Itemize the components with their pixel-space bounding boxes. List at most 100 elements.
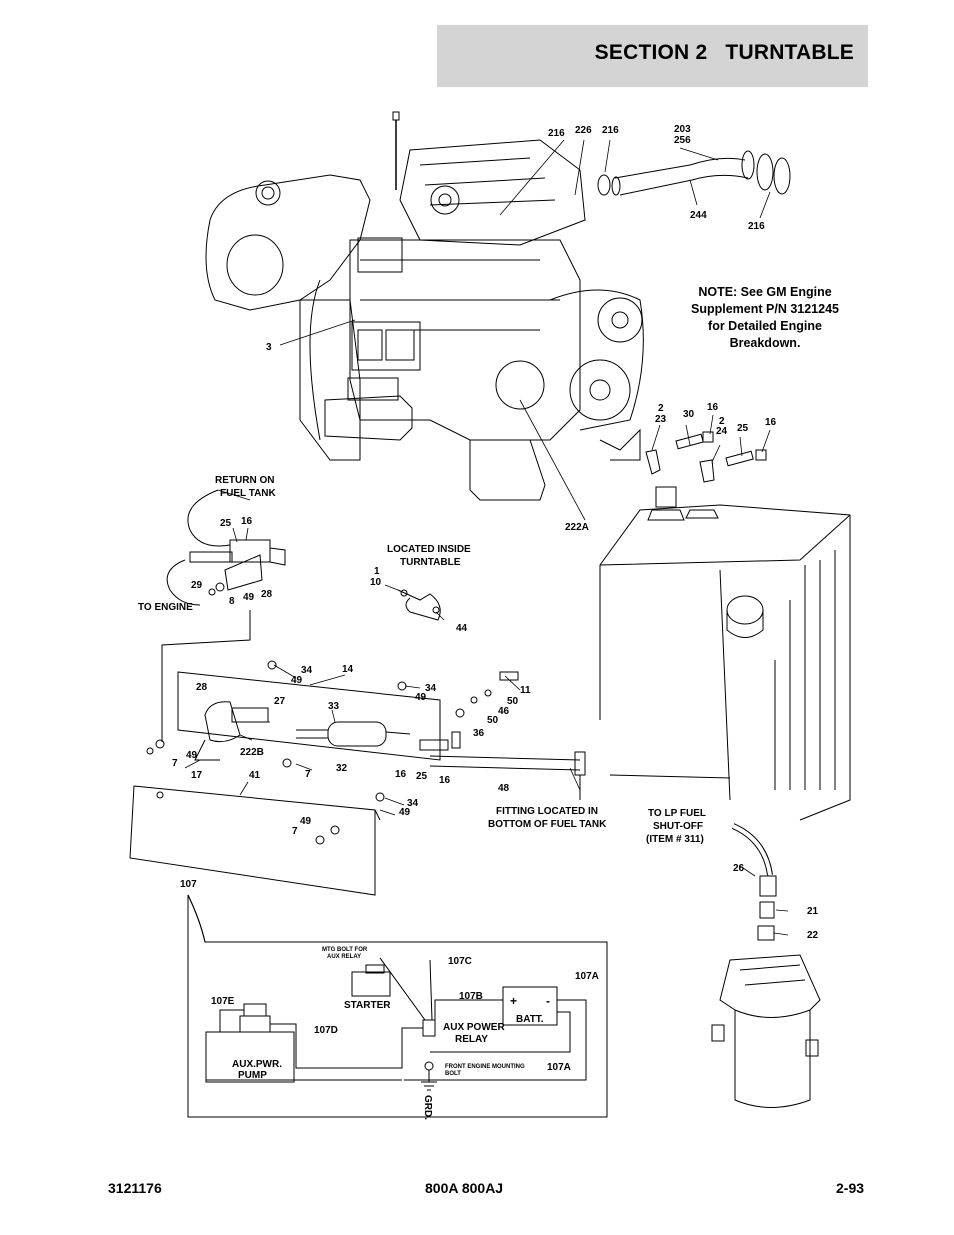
fuel-tank-label: FUEL TANK: [220, 488, 277, 499]
aux-pump-label-2: PUMP: [238, 1070, 267, 1081]
callout-244: 244: [690, 210, 707, 221]
callout-28: 28: [261, 589, 273, 600]
callout-25: 25: [737, 423, 749, 434]
callout-8: 8: [229, 596, 235, 607]
leader-lines: [184, 139, 789, 936]
callout-11: 11: [520, 685, 531, 696]
callout-17: 17: [191, 770, 203, 781]
callout-34: 34: [425, 683, 437, 694]
callout-226: 226: [575, 125, 592, 136]
wiring-diagram: [187, 894, 608, 1118]
mtg-bolt-label-2: AUX RELAY: [327, 954, 361, 960]
callout-44: 44: [456, 623, 468, 634]
callout-25: 25: [416, 771, 428, 782]
callout-107e: 107E: [211, 996, 235, 1007]
callout-1: 1: [374, 566, 380, 577]
callout-107a: 107A: [575, 971, 599, 982]
fitting-label-1: FITTING LOCATED IN: [496, 806, 598, 817]
callout-21: 21: [807, 906, 819, 917]
callout-49: 49: [186, 750, 198, 761]
part-callouts: 216 226 216 203 256 244 216 3 NOTE: See …: [138, 124, 839, 1120]
callout-3: 3: [266, 342, 272, 353]
fitting-label-2: BOTTOM OF FUEL TANK: [488, 819, 607, 830]
callout-49: 49: [300, 816, 312, 827]
callout-27: 27: [274, 696, 286, 707]
callout-49: 49: [291, 675, 303, 686]
callout-2: 2: [719, 416, 725, 427]
callout-24: 24: [716, 426, 728, 437]
mtg-bolt-label-1: MTG BOLT FOR: [322, 947, 368, 953]
section-title: SECTION 2 TURNTABLE: [594, 41, 854, 64]
callout-107b: 107B: [459, 991, 483, 1002]
callout-36: 36: [473, 728, 485, 739]
callout-216: 216: [602, 125, 619, 136]
aux-pump-label-1: AUX.PWR.: [232, 1059, 282, 1070]
return-fitting-assembly: [166, 489, 286, 606]
callout-256: 256: [674, 135, 691, 146]
return-on-label: RETURN ON: [215, 475, 274, 486]
part-44-clip: [397, 589, 441, 621]
callout-7: 7: [305, 769, 311, 780]
engine-assembly: [205, 111, 791, 501]
item-311-label: (ITEM # 311): [646, 834, 704, 845]
note-line-4: Breakdown.: [730, 336, 801, 350]
fuel-pump-filter: [711, 823, 821, 1108]
callout-222b: 222B: [240, 747, 264, 758]
callout-26: 26: [733, 863, 745, 874]
note-line-2: Supplement P/N 3121245: [691, 302, 839, 316]
callout-34: 34: [407, 798, 419, 809]
callout-49: 49: [399, 807, 411, 818]
callout-46: 46: [498, 706, 510, 717]
callout-2: 2: [658, 403, 664, 414]
callout-16: 16: [765, 417, 777, 428]
fuel-tank: [599, 431, 851, 821]
callout-22: 22: [807, 930, 819, 941]
aux-power-label: AUX POWER: [443, 1022, 505, 1033]
callout-14: 14: [342, 664, 354, 675]
callout-32: 32: [336, 763, 348, 774]
callout-16: 16: [395, 769, 407, 780]
callout-34: 34: [301, 665, 313, 676]
callout-216: 216: [748, 221, 765, 232]
battery-label: BATT.: [516, 1014, 544, 1025]
callout-30: 30: [683, 409, 695, 420]
bracket-41: [129, 785, 385, 896]
callout-7: 7: [292, 826, 298, 837]
callout-16: 16: [241, 516, 253, 527]
note-line-1: NOTE: See GM Engine: [698, 285, 831, 299]
callout-28: 28: [196, 682, 208, 693]
footer-page-number: 2-93: [836, 1180, 865, 1196]
callout-33: 33: [328, 701, 340, 712]
to-engine-label: TO ENGINE: [138, 602, 193, 613]
callout-49: 49: [243, 592, 255, 603]
callout-25: 25: [220, 518, 232, 529]
callout-7: 7: [172, 758, 178, 769]
leader-line: [161, 610, 251, 742]
callout-216: 216: [548, 128, 565, 139]
callout-107a: 107A: [547, 1062, 571, 1073]
callout-49: 49: [415, 692, 427, 703]
section-header: SECTION 2 TURNTABLE: [437, 25, 868, 87]
callout-16: 16: [707, 402, 719, 413]
callout-50: 50: [487, 715, 499, 726]
callout-48: 48: [498, 783, 510, 794]
ground-label: GRD.: [422, 1095, 433, 1120]
to-lp-fuel-label: TO LP FUEL: [648, 808, 706, 819]
mounting-panel: [146, 660, 586, 800]
located-inside-label: LOCATED INSIDE: [387, 544, 471, 555]
turntable-label: TURNTABLE: [400, 557, 461, 568]
front-engine-label-2: BOLT: [445, 1071, 461, 1077]
callout-16: 16: [439, 775, 451, 786]
callout-10: 10: [370, 577, 382, 588]
callout-29: 29: [191, 580, 203, 591]
callout-107d: 107D: [314, 1025, 338, 1036]
callout-203: 203: [674, 124, 691, 135]
shut-off-label: SHUT-OFF: [653, 821, 703, 832]
battery-minus: -: [546, 994, 550, 1008]
callout-50: 50: [507, 696, 519, 707]
callout-107c: 107C: [448, 956, 472, 967]
callout-41: 41: [249, 770, 261, 781]
callout-107: 107: [180, 879, 197, 890]
relay-label: RELAY: [455, 1034, 488, 1045]
